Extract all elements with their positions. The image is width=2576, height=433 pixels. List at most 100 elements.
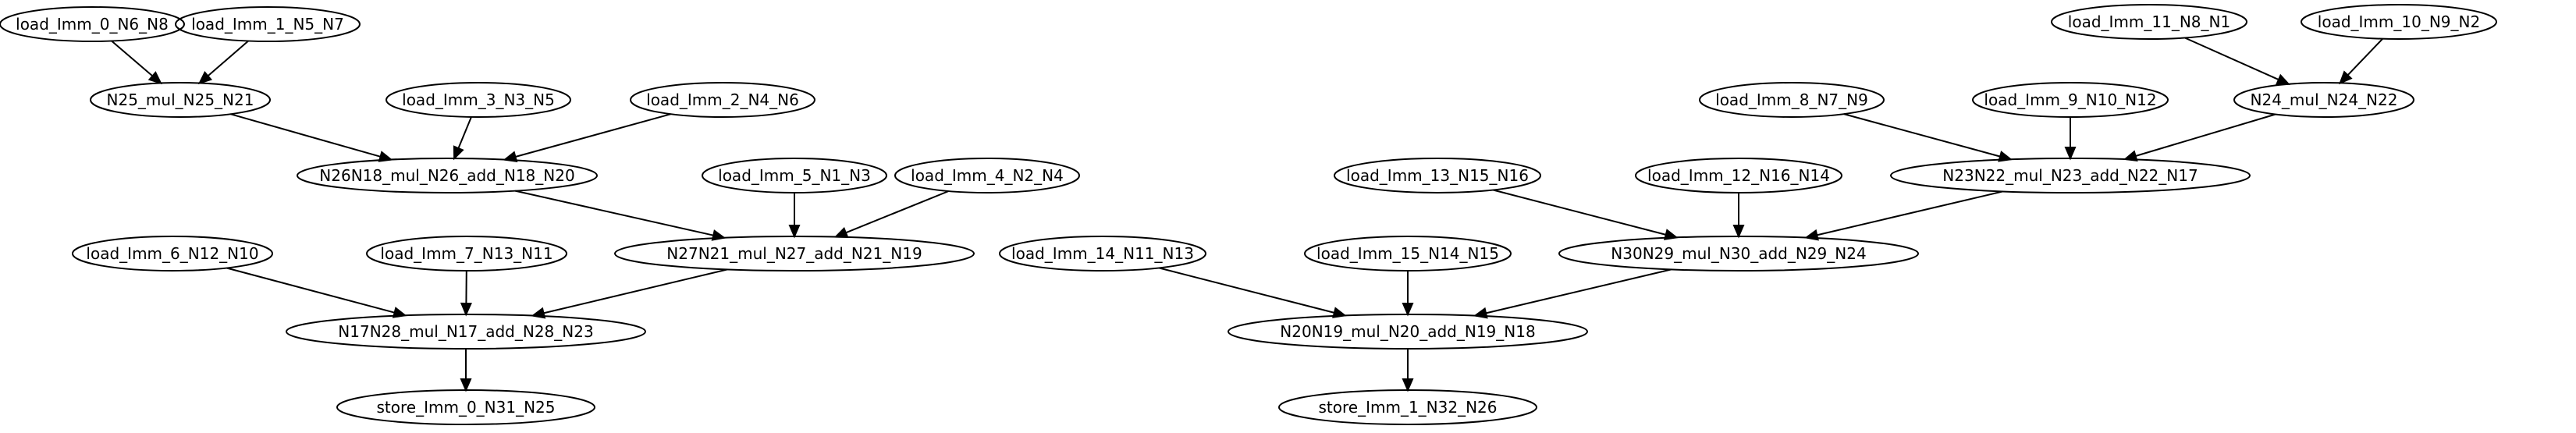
edge-line (230, 113, 381, 158)
node-label: load_Imm_5_N1_N3 (718, 166, 871, 185)
node-label: load_Imm_4_N2_N4 (911, 166, 1064, 185)
node-label: load_Imm_15_N14_N15 (1316, 244, 1499, 263)
node-label: N24_mul_N24_N22 (2251, 91, 2398, 109)
edge-line (2184, 37, 2279, 81)
edge-ma26-to-ma27 (514, 190, 727, 241)
arrowhead (460, 378, 472, 392)
edge-line (1493, 189, 1667, 236)
node-label: load_Imm_3_N3_N5 (402, 91, 555, 109)
graph-node-ld7: load_Imm_7_N13_N11 (366, 236, 567, 272)
arrowhead (2064, 147, 2077, 161)
node-ellipse (90, 82, 271, 118)
edge-line (2135, 113, 2276, 157)
graph-node-ma20: N20N19_mul_N20_add_N19_N18 (1228, 314, 1588, 350)
graph-node-ld13: load_Imm_13_N15_N16 (1334, 158, 1541, 193)
edge-line (111, 40, 154, 77)
node-ellipse (1699, 82, 1885, 118)
edges-layer (111, 37, 2383, 392)
edge-line (515, 113, 671, 158)
graph-node-ld0: load_Imm_0_N6_N8 (0, 6, 185, 42)
node-label: N23N22_mul_N23_add_N22_N17 (1942, 166, 2198, 185)
edge-ld12-to-ma30 (1732, 193, 1745, 239)
edge-ld2-to-ma26 (503, 113, 671, 162)
node-label: load_Imm_0_N6_N8 (16, 15, 169, 34)
node-ellipse (366, 236, 567, 272)
node-ellipse (2233, 82, 2414, 118)
node-ellipse (1558, 236, 1919, 272)
edge-ld14-to-ma20 (1158, 267, 1347, 318)
graph-node-ld3: load_Imm_3_N3_N5 (386, 82, 571, 118)
graph-node-ld15: load_Imm_15_N14_N15 (1304, 236, 1512, 272)
nodes-layer: load_Imm_0_N6_N8 load_Imm_1_N5_N7N25_mul_… (0, 4, 2497, 425)
arrowhead (833, 227, 849, 238)
arrowhead (460, 302, 472, 317)
graph-node-ld9: load_Imm_9_N10_N12 (1972, 82, 2169, 118)
node-label: N25_mul_N25_N21 (107, 91, 254, 109)
node-label: store_Imm_1_N32_N26 (1319, 398, 1498, 417)
arrowhead (453, 145, 464, 161)
node-label: N20N19_mul_N20_add_N19_N18 (1280, 322, 1535, 341)
arrowhead (147, 71, 162, 85)
graph-node-ld2: load_Imm_2_N4_N6 (630, 82, 815, 118)
node-ellipse (175, 6, 361, 42)
graph-node-ld4: load_Imm_4_N2_N4 (894, 158, 1080, 193)
edge-ld10-to-mul24 (2339, 38, 2383, 85)
edge-line (543, 268, 728, 314)
node-ellipse (72, 236, 273, 272)
node-ellipse (1304, 236, 1512, 272)
arrowhead (1402, 378, 1414, 392)
arrowhead (2275, 73, 2291, 85)
node-ellipse (614, 236, 975, 272)
node-ellipse (1334, 158, 1541, 193)
edge-ma27-to-ma17 (531, 268, 728, 319)
edge-ld1-to-mul25 (197, 40, 249, 85)
edge-ma17-to-st0 (460, 349, 472, 392)
node-label: load_Imm_6_N12_N10 (86, 244, 258, 263)
graph-node-ld12: load_Imm_12_N16_N14 (1635, 158, 1842, 193)
node-label: load_Imm_9_N10_N12 (1984, 91, 2156, 109)
graph-node-ld14: load_Imm_14_N11_N13 (999, 236, 1206, 272)
node-ellipse (1972, 82, 2169, 118)
edge-line (207, 40, 249, 77)
edge-line (1158, 267, 1335, 314)
node-ellipse (0, 6, 185, 42)
graph-node-ld10: load_Imm_10_N9_N2 (2301, 4, 2497, 40)
node-label: load_Imm_2_N4_N6 (646, 91, 799, 109)
edge-ld0-to-mul25 (111, 40, 162, 85)
arrowhead (197, 70, 213, 85)
edge-mul24-to-ma23 (2123, 113, 2276, 161)
arrowhead (788, 225, 801, 239)
graph-node-ld1: load_Imm_1_N5_N7 (175, 6, 361, 42)
edge-line (514, 190, 714, 236)
edge-ma20-to-st1 (1402, 349, 1414, 392)
node-label: N17N28_mul_N17_add_N28_N23 (338, 322, 593, 341)
graph-node-st0: store_Imm_0_N31_N25 (336, 389, 595, 425)
edge-ld5-to-ma27 (788, 193, 801, 239)
graph-node-ld11: load_Imm_11_N8_N1 (2051, 4, 2247, 40)
node-label: load_Imm_14_N11_N13 (1011, 244, 1194, 263)
edge-ld8-to-ma23 (1843, 113, 2013, 162)
graph-node-ld5: load_Imm_5_N1_N3 (702, 158, 887, 193)
edge-line (226, 267, 395, 314)
arrowhead (1402, 303, 1414, 317)
edge-line (457, 116, 472, 149)
node-ellipse (2051, 4, 2247, 40)
node-label: N26N18_mul_N26_add_N18_N20 (319, 166, 574, 185)
edge-line (1816, 190, 2003, 236)
arrowhead (2339, 70, 2353, 85)
edge-ld15-to-ma20 (1402, 271, 1414, 317)
graph-node-ma30: N30N29_mul_N30_add_N29_N24 (1558, 236, 1919, 272)
node-ellipse (1635, 158, 1842, 193)
edge-line (1485, 268, 1672, 314)
graph-node-ld6: load_Imm_6_N12_N10 (72, 236, 273, 272)
graph-node-ma27: N27N21_mul_N27_add_N21_N19 (614, 236, 975, 272)
edge-ld4-to-ma27 (833, 190, 949, 238)
edge-ma23-to-ma30 (1804, 190, 2003, 241)
node-ellipse (297, 158, 598, 193)
graph-node-ma17: N17N28_mul_N17_add_N28_N23 (286, 314, 646, 350)
edge-ld7-to-ma17 (460, 270, 472, 317)
edge-line (1843, 113, 2001, 158)
node-label: load_Imm_12_N16_N14 (1647, 166, 1830, 185)
edge-line (845, 190, 949, 234)
